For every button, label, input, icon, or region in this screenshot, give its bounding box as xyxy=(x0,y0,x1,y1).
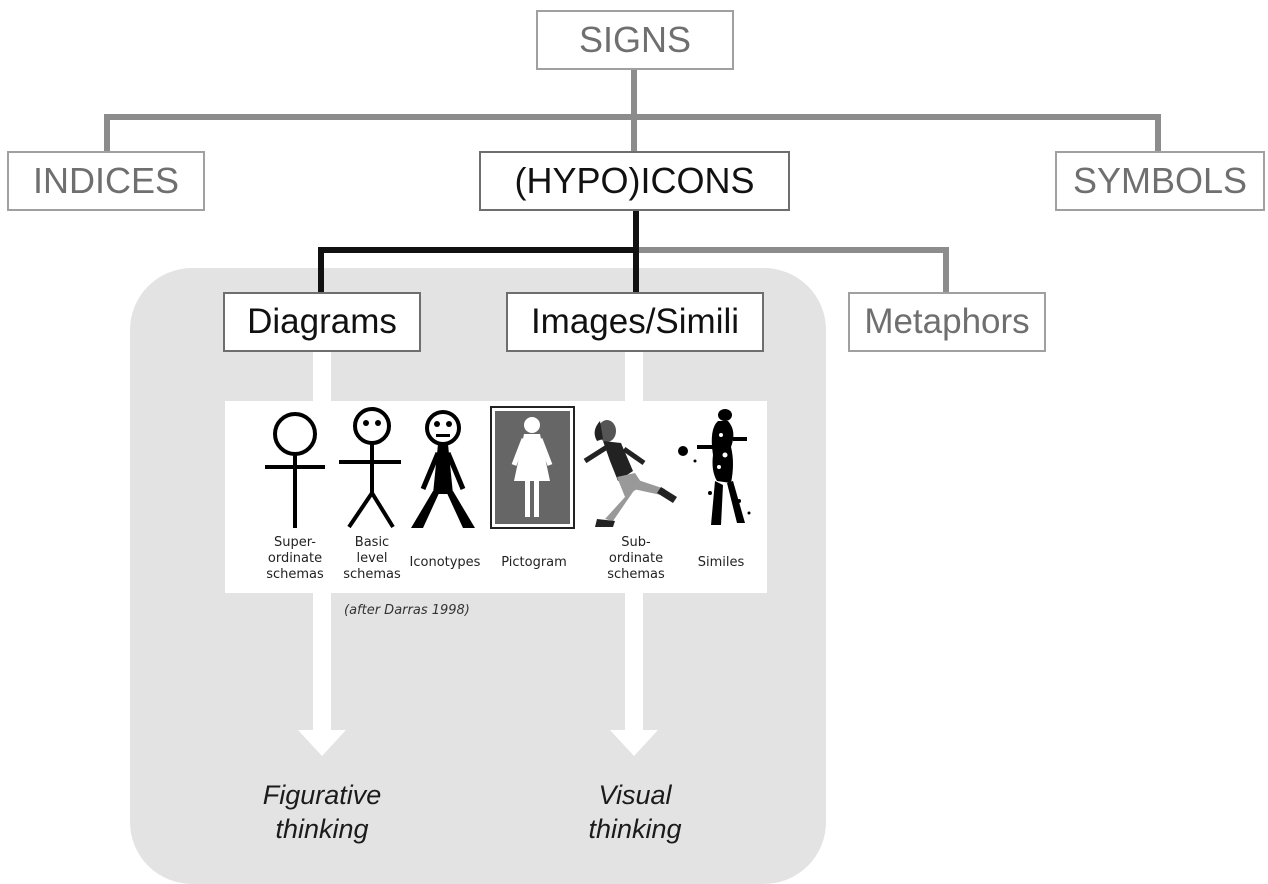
images-simili-node: Images/Simili xyxy=(506,292,764,352)
hypoicons-node: (HYPO)ICONS xyxy=(479,151,790,211)
indices-node: INDICES xyxy=(7,151,205,211)
basic-level-stick-figure-icon xyxy=(339,407,401,529)
running-woman-icon xyxy=(583,420,677,527)
iconotypes-label: Iconotypes xyxy=(409,555,481,570)
metaphors-node: Metaphors xyxy=(848,292,1046,352)
symbols-node: SYMBOLS xyxy=(1055,151,1265,211)
figure-icons xyxy=(265,406,751,529)
photographic-figure-icon xyxy=(678,409,751,525)
visual-arrow-head xyxy=(610,730,658,756)
similes-label: Similes xyxy=(697,555,745,570)
source-caption: (after Darras 1998) xyxy=(344,603,470,618)
pictogram-woman-icon xyxy=(490,406,575,529)
figurative-arrow-head xyxy=(298,730,346,756)
superordinate-stick-figure-icon xyxy=(265,412,325,528)
signs-node: SIGNS xyxy=(536,10,734,70)
iconotype-figure-icon xyxy=(411,410,475,528)
pictogram-label: Pictogram xyxy=(501,555,567,570)
diagrams-node: Diagrams xyxy=(223,292,421,352)
